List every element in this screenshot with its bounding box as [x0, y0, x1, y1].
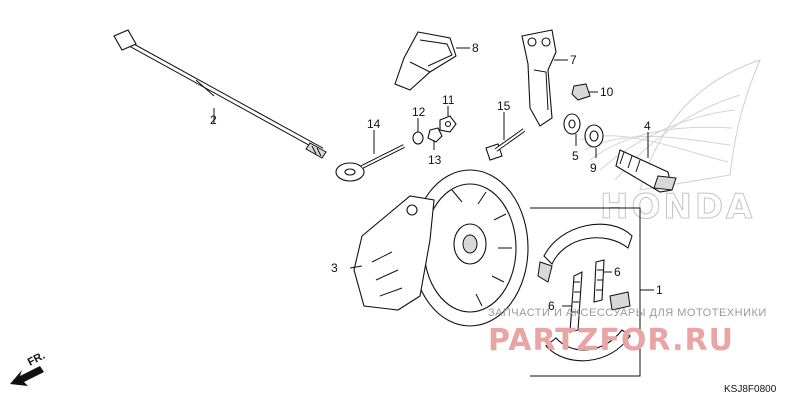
- watermark-site-name: PARTZFOR.RU: [488, 323, 734, 358]
- brake-cam-part: [615, 149, 677, 193]
- washer-5-part: [563, 113, 581, 135]
- callout-6a: 6: [614, 265, 621, 279]
- front-direction-marker: FR.: [10, 350, 47, 386]
- leader-lines: [195, 47, 654, 307]
- callout-15: 15: [497, 99, 511, 113]
- callout-14: 14: [367, 117, 381, 131]
- watermark-tagline: ЗАПЧАСТИ И АКСЕССУАРЫ ДЛЯ МОТОТЕХНИКИ: [488, 307, 767, 319]
- callouts: 1 2 3 4 5 6 6 7 8 9 10 11 12 13 14 15: [210, 41, 663, 313]
- nut-13-part: [427, 127, 443, 143]
- brake-rod-part: [335, 144, 405, 182]
- diagram-code: KSJ8F0800: [724, 384, 777, 395]
- honda-watermark-text: HONDA: [600, 187, 755, 227]
- callout-1: 1: [656, 283, 663, 297]
- callout-2: 2: [210, 113, 217, 127]
- brake-panel-part: [353, 169, 529, 327]
- seal-9-part: [584, 124, 604, 148]
- callout-7: 7: [570, 53, 577, 67]
- brake-shoe-set-part: [530, 207, 641, 377]
- callout-5: 5: [572, 149, 579, 163]
- brake-arm-cover-part: [394, 31, 457, 91]
- callout-9: 9: [590, 161, 597, 175]
- brake-arm-part: [521, 29, 557, 127]
- bolt-10-part: [571, 83, 591, 101]
- site-watermark: ЗАПЧАСТИ И АКСЕССУАРЫ ДЛЯ МОТОТЕХНИКИ PA…: [488, 307, 767, 358]
- callout-12: 12: [412, 105, 426, 119]
- bolt-15-part: [485, 128, 526, 161]
- callout-11: 11: [442, 93, 455, 107]
- axle-part: [113, 29, 327, 159]
- nut-11-part: [439, 115, 457, 133]
- washer-12-part: [412, 131, 424, 145]
- callout-8: 8: [472, 41, 479, 55]
- front-arrow-icon: [10, 366, 44, 386]
- callout-10: 10: [600, 85, 614, 99]
- callout-6b: 6: [548, 299, 555, 313]
- callout-4: 4: [644, 119, 651, 133]
- front-label: FR.: [26, 350, 47, 369]
- callout-3: 3: [331, 261, 338, 275]
- callout-13: 13: [428, 153, 442, 167]
